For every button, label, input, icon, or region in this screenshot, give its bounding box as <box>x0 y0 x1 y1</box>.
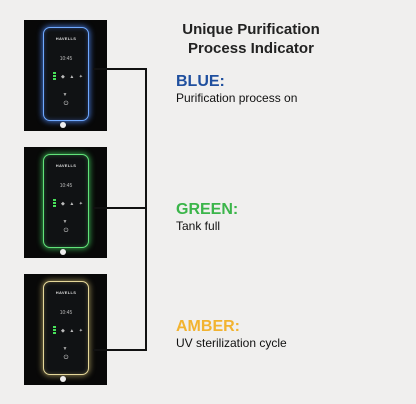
tap-nozzle <box>60 122 66 128</box>
purifier-image-amber: HAVELLS 10:45 ◆▲✦ ▼ ⏻ <box>24 274 107 385</box>
indicator-name: GREEN: <box>176 201 239 218</box>
tap-nozzle <box>60 376 66 382</box>
title-line-1: Unique Purification <box>182 21 320 38</box>
power-icon: ⏻ <box>63 228 69 234</box>
indicator-description: Purification process on <box>176 91 298 105</box>
indicator-description: UV sterilization cycle <box>176 336 287 350</box>
indicator-name: BLUE: <box>176 73 225 90</box>
connector-bracket <box>93 68 147 351</box>
tap-nozzle <box>60 249 66 255</box>
purifier-device: HAVELLS 10:45 ◆▲✦ ▼ ⏻ <box>43 27 89 121</box>
display-time: 10:45 <box>59 183 73 189</box>
level-bars-icon <box>53 326 56 336</box>
indicator-green: GREEN: Tank full <box>176 201 376 234</box>
purifier-image-green: HAVELLS 10:45 ◆▲✦ ▼ ⏻ <box>24 147 107 258</box>
power-icon: ⏻ <box>63 101 69 107</box>
brand-logo: HAVELLS <box>55 163 77 168</box>
control-icons: ◆▲✦ <box>61 201 83 207</box>
purifier-device: HAVELLS 10:45 ◆▲✦ ▼ ⏻ <box>43 154 89 248</box>
level-bars-icon <box>53 72 56 82</box>
page-title: Unique Purification Process Indicator <box>166 20 336 58</box>
brand-logo: HAVELLS <box>55 290 77 295</box>
tap-icon: ▼ <box>62 219 70 225</box>
title-line-2: Process Indicator <box>188 40 314 57</box>
indicator-amber: AMBER: UV sterilization cycle <box>176 318 376 351</box>
brand-logo: HAVELLS <box>55 36 77 41</box>
level-bars-icon <box>53 199 56 209</box>
purifier-image-blue: HAVELLS 10:45 ◆▲✦ ▼ ⏻ <box>24 20 107 131</box>
control-icons: ◆▲✦ <box>61 74 83 80</box>
indicator-description: Tank full <box>176 219 221 233</box>
display-time: 10:45 <box>59 310 73 316</box>
display-time: 10:45 <box>59 56 73 62</box>
purifier-device: HAVELLS 10:45 ◆▲✦ ▼ ⏻ <box>43 281 89 375</box>
connector-line <box>93 207 147 209</box>
power-icon: ⏻ <box>63 355 69 361</box>
tap-icon: ▼ <box>62 346 70 352</box>
indicator-name: AMBER: <box>176 318 240 335</box>
control-icons: ◆▲✦ <box>61 328 83 334</box>
tap-icon: ▼ <box>62 92 70 98</box>
indicator-blue: BLUE: Purification process on <box>176 73 376 106</box>
